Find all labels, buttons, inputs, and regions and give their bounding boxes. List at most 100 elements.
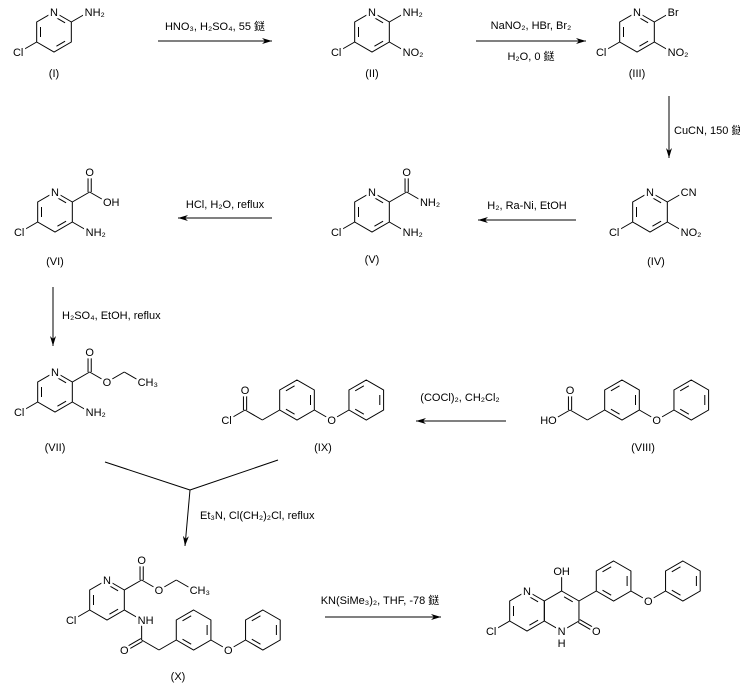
bond (639, 17, 649, 24)
bond (654, 41, 672, 53)
atom-label: O (85, 347, 94, 359)
atom-label: Br (668, 7, 679, 19)
bond (578, 590, 597, 602)
bond (314, 409, 332, 421)
bond (89, 371, 108, 383)
benzene-ring (348, 379, 385, 421)
bond (652, 197, 662, 204)
atom-label: NH₂ (86, 227, 106, 239)
bond (56, 17, 66, 24)
bond (406, 191, 425, 203)
bond (667, 221, 685, 233)
bond (176, 579, 194, 591)
bond (529, 596, 539, 603)
atom-label: O (120, 645, 129, 657)
bond (56, 40, 66, 47)
bond (71, 11, 89, 23)
atom-label: H (558, 638, 566, 650)
bond (57, 197, 67, 204)
reagent-r8: Et₃N, Cl(CH₂)₂Cl, reflux (200, 510, 315, 522)
bond (331, 409, 350, 421)
benzene-ring (604, 379, 640, 421)
compound-label-VIII: (VIII) (631, 442, 655, 454)
nitrogen-label: N (368, 187, 376, 199)
bond (109, 585, 119, 592)
reagent-r2b: H₂O, 0 鎹 (507, 49, 554, 63)
reagent-r6: H₂SO₄, EtOH, reflux (62, 310, 161, 322)
atom-label: Cl (486, 626, 496, 638)
atom-label: O (644, 596, 653, 608)
compound-label-VII: (VII) (45, 442, 66, 454)
bond (630, 590, 649, 602)
benzene-ring (175, 609, 212, 651)
atom-label: NH₂ (85, 7, 105, 19)
atom-label: NH₂ (403, 227, 423, 239)
bond (679, 385, 690, 392)
bond (227, 409, 246, 421)
bond (354, 385, 365, 392)
labels-layer: NClNH₂(I)NClNH₂NO₂(II)NClBrNO₂(III)NClCN… (10, 5, 740, 684)
atom-label: NH (138, 615, 154, 627)
compound-label-IV: (IV) (647, 256, 665, 268)
bond (577, 621, 596, 633)
bond (158, 639, 177, 651)
bond (251, 638, 261, 645)
compound-label-X: (X) (171, 671, 186, 683)
bond (57, 220, 67, 227)
bond (610, 385, 620, 392)
benzene-ring (665, 560, 701, 602)
bond (354, 408, 365, 415)
bond (72, 191, 90, 203)
bond (337, 221, 355, 233)
benzene-ring (245, 609, 281, 651)
bond (285, 408, 295, 415)
bond (529, 619, 539, 626)
atom-label: NH₂ (86, 407, 106, 419)
bond (72, 371, 90, 383)
reaction-arrow-8 (182, 489, 191, 547)
bond (639, 40, 649, 47)
bond (652, 220, 662, 227)
atom-label: O (566, 385, 575, 397)
bond (492, 620, 510, 632)
reagent-r5: HCl, H₂O, reflux (186, 199, 265, 211)
nitrogen-label: N (50, 7, 58, 19)
atom-label: NO₂ (403, 47, 424, 59)
merge-line (189, 459, 279, 491)
bond (602, 41, 620, 53)
atom-label: O (137, 555, 146, 567)
chlorine-label: Cl (596, 47, 606, 59)
chlorine-label: Cl (13, 47, 23, 59)
compound-label-I: (I) (49, 68, 59, 80)
bond (602, 566, 612, 573)
bond (374, 197, 384, 204)
chlorine-label: Cl (14, 407, 24, 419)
bond (667, 191, 685, 203)
chlorine-label: Cl (609, 227, 619, 239)
bond (671, 566, 681, 573)
atom-label: N (558, 626, 566, 638)
bond (123, 638, 142, 650)
reagent-r3: CuCN, 150 鎹 (674, 123, 740, 137)
nitrogen-label: N (51, 187, 59, 199)
bond (19, 41, 37, 53)
atom-label: N (523, 586, 531, 598)
atom-label: OH (553, 566, 570, 578)
bond (337, 41, 355, 53)
bond (182, 615, 192, 622)
bond (389, 221, 407, 233)
bond (109, 608, 119, 615)
bond (72, 221, 90, 233)
compound-label-II: (II) (365, 68, 378, 80)
bond (124, 579, 142, 591)
atom-label: HO (540, 415, 557, 427)
bond (124, 371, 142, 383)
bond (210, 639, 229, 651)
atom-label: NO₂ (668, 47, 689, 59)
bond (563, 596, 573, 603)
bond (227, 639, 246, 651)
atom-label: CH₃ (190, 585, 210, 597)
oxygen-label: O (85, 167, 94, 179)
nitrogen-label: N (51, 367, 59, 379)
